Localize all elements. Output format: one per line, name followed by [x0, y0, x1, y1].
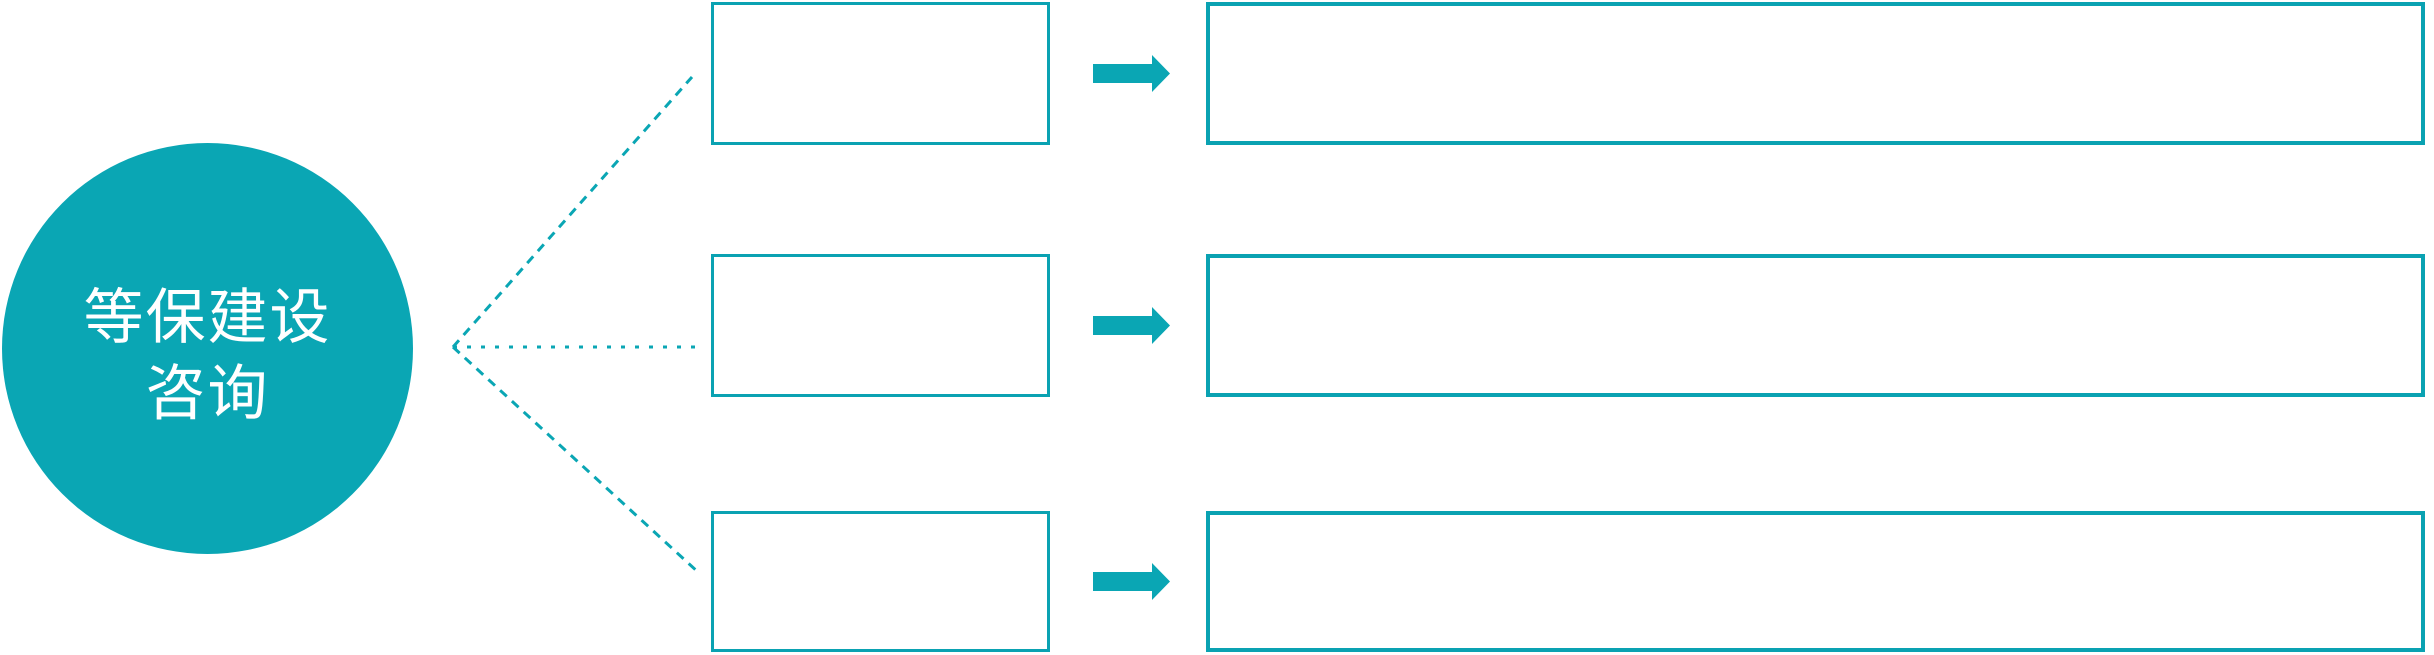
row3-step-box-text — [714, 514, 1047, 649]
row2-step-box — [711, 254, 1050, 397]
row3-detail-box-text — [1210, 515, 2421, 648]
center-circle-label-line2: 咨询 — [145, 359, 270, 427]
row3-detail-box — [1206, 511, 2425, 652]
right-block-arrow-icon — [1093, 55, 1170, 92]
row1-detail-box — [1206, 2, 2425, 145]
center-circle-label: 等保建设 咨询 — [84, 280, 332, 432]
connector-bottom-dashed-line — [451, 345, 701, 575]
row2-detail-box — [1206, 254, 2425, 397]
center-circle-label-line1: 等保建设 — [83, 283, 332, 351]
row1-detail-box-text — [1210, 6, 2421, 141]
row2-step-box-text — [714, 257, 1047, 394]
right-block-arrow-icon — [1093, 563, 1170, 600]
connector-top-dashed-line — [451, 76, 694, 348]
row3-step-box — [711, 511, 1050, 652]
right-block-arrow-icon — [1093, 307, 1170, 344]
row1-step-box-text — [714, 5, 1047, 142]
row1-step-box — [711, 2, 1050, 145]
row2-detail-box-text — [1210, 258, 2421, 393]
center-circle-node: 等保建设 咨询 — [2, 143, 413, 554]
